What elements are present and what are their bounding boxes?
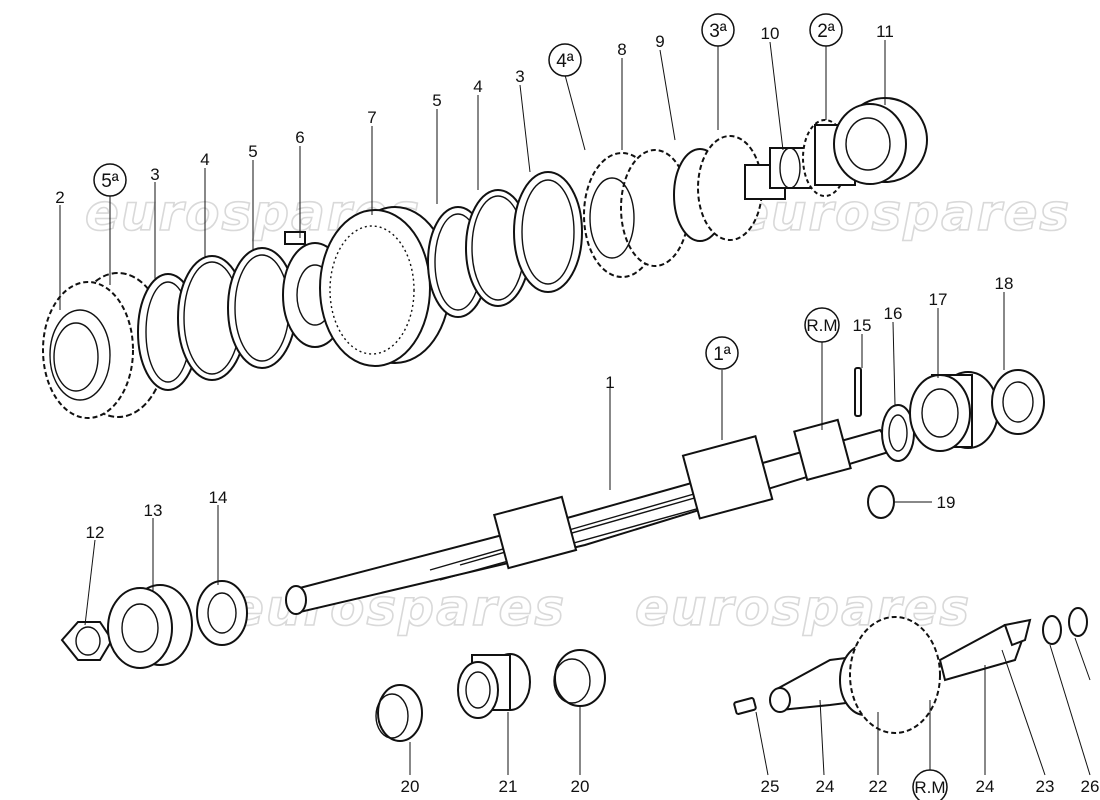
label-part-2: 2 — [55, 188, 64, 207]
label-part-10: 10 — [761, 24, 780, 43]
grub-screw-25 — [733, 697, 757, 715]
label-part-17: 17 — [929, 290, 948, 309]
leader-lines — [59, 40, 1091, 776]
bearing-13 — [107, 584, 193, 669]
label-part-1: 1 — [605, 373, 614, 392]
label-part-3-right: 3 — [515, 67, 524, 86]
label-part-23: 23 — [1036, 777, 1055, 796]
part-number-labels: 2 3 4 5 6 7 5 4 3 8 9 10 11 1 15 16 17 1… — [55, 22, 1099, 796]
label-part-9: 9 — [655, 32, 664, 51]
label-part-18: 18 — [995, 274, 1014, 293]
mark-reverse-top: R.M — [806, 316, 837, 335]
gear-3rd-speed — [673, 135, 786, 242]
pin — [854, 367, 862, 417]
mark-3rd-gear: 3ª — [709, 21, 728, 42]
label-part-12: 12 — [86, 523, 105, 542]
label-part-5-right: 5 — [432, 91, 441, 110]
label-part-22: 22 — [869, 777, 888, 796]
label-part-16: 16 — [884, 304, 903, 323]
synchro-sleeve — [319, 206, 451, 367]
label-part-3-left: 3 — [150, 165, 159, 184]
main-shaft — [285, 418, 897, 615]
watermark-group: eurospares eurospares eurospares eurospa… — [84, 183, 1071, 638]
label-part-7: 7 — [367, 108, 376, 127]
label-part-5-left: 5 — [248, 142, 257, 161]
label-part-14: 14 — [209, 488, 228, 507]
reverse-shaft — [769, 616, 1032, 734]
mark-2nd-gear: 2ª — [817, 21, 836, 42]
nut-12 — [60, 621, 114, 661]
circlip-19 — [867, 485, 895, 519]
label-part-13: 13 — [144, 501, 163, 520]
label-part-11: 11 — [876, 22, 894, 41]
gear-speed-marks: 5ª 4ª 3ª 2ª 1ª R.M R.M — [93, 13, 948, 800]
label-part-6: 6 — [295, 128, 304, 147]
watermark-top-right: eurospares — [735, 184, 1071, 242]
label-part-8: 8 — [617, 40, 626, 59]
label-part-4-right: 4 — [473, 77, 482, 96]
mark-reverse-bottom: R.M — [914, 778, 945, 797]
thrust-washer-14 — [196, 580, 248, 646]
synchro-ring-right-3 — [513, 171, 583, 293]
ring-nut-18 — [991, 369, 1045, 435]
label-part-24-left: 24 — [816, 777, 835, 796]
mark-5th-gear: 5ª — [101, 171, 120, 192]
label-part-15: 15 — [853, 316, 872, 335]
gear-4th-speed — [583, 149, 690, 278]
label-part-24-right: 24 — [976, 777, 995, 796]
label-part-25: 25 — [761, 777, 780, 796]
label-part-19: 19 — [937, 493, 956, 512]
mark-1st-gear: 1ª — [713, 344, 732, 365]
label-part-4-left: 4 — [200, 150, 209, 169]
circlips-26 — [1042, 607, 1088, 645]
label-part-20-right: 20 — [571, 777, 590, 796]
mark-4th-gear: 4ª — [556, 51, 575, 72]
label-part-21: 21 — [499, 777, 518, 796]
needle-roller-right — [553, 649, 606, 707]
spacer-bush-21 — [457, 653, 531, 719]
label-part-20-left: 20 — [401, 777, 420, 796]
bearing-17 — [909, 371, 999, 452]
needle-roller-left — [375, 684, 423, 742]
label-part-26: 26 — [1081, 777, 1100, 796]
bearing-11 — [833, 97, 928, 185]
